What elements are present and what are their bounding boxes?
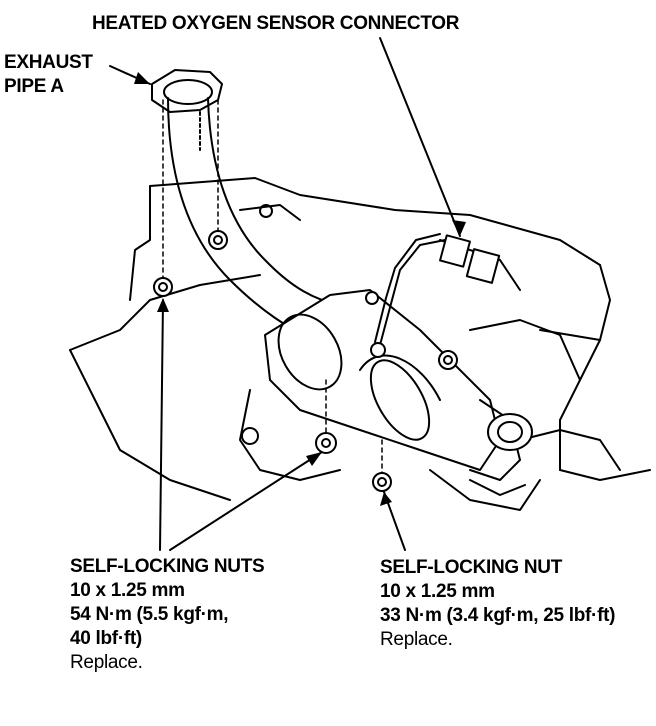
exhaust-pipe-label-line-2: PIPE A <box>4 76 64 97</box>
nut-center <box>315 432 337 454</box>
oxygen-sensor-connector-label: HEATED OXYGEN SENSOR CONNECTOR <box>92 13 460 34</box>
nuts-title: SELF-LOCKING NUTS <box>70 556 265 577</box>
nut-mount <box>365 291 458 370</box>
nut-note: Replace. <box>380 629 453 650</box>
nuts-size: 10 x 1.25 mm <box>70 580 185 601</box>
exhaust-pipe-label-line-1: EXHAUST <box>4 52 93 73</box>
self-locking-nuts-callout: SELF-LOCKING NUTS 10 x 1.25 mm 54 N·m (5… <box>70 555 265 675</box>
nut-right <box>372 472 392 492</box>
stud-guides <box>162 99 383 474</box>
nut-size: 10 x 1.25 mm <box>380 581 495 602</box>
nut-left-1 <box>153 277 173 297</box>
catalytic-converter <box>264 289 533 496</box>
nuts-note: Replace. <box>70 652 143 673</box>
underbody-outline <box>69 177 651 511</box>
arrow-heads <box>134 72 466 506</box>
oxygen-sensor-wiring <box>370 233 521 358</box>
nut-title: SELF-LOCKING NUT <box>380 557 563 578</box>
nuts-torque-2: 40 lbf·ft) <box>70 628 142 649</box>
exhaust-pipe-label: EXHAUST PIPE A <box>4 51 93 99</box>
nut-left-2 <box>208 230 228 250</box>
nut-torque: 33 N·m (3.4 kgf·m, 25 lbf·ft) <box>380 605 616 626</box>
self-locking-nut-callout: SELF-LOCKING NUT 10 x 1.25 mm 33 N·m (3.… <box>380 556 615 652</box>
exhaust-pipe-a <box>151 69 341 341</box>
nuts-torque-1: 54 N·m (5.5 kgf·m, <box>70 604 229 625</box>
